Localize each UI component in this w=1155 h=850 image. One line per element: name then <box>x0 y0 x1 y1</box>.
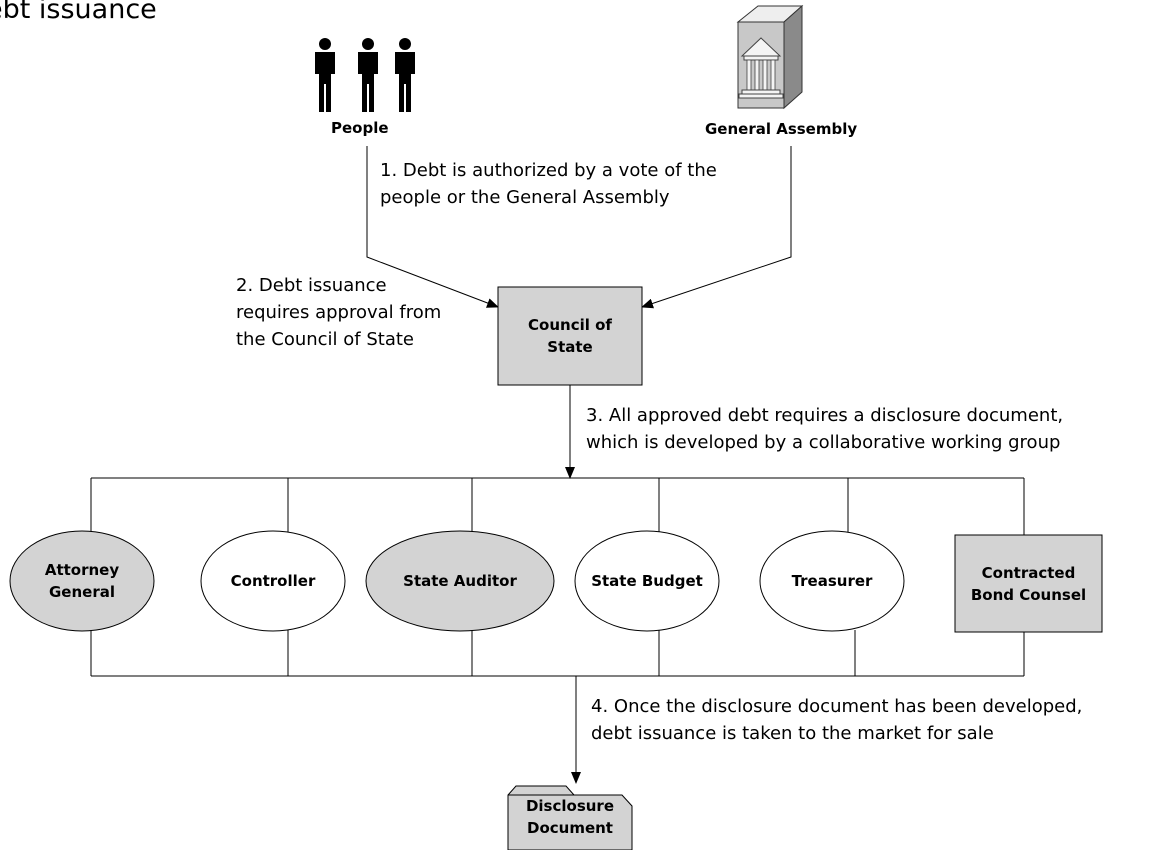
attorney-general-label: Attorney General <box>44 561 120 601</box>
step-4-text: 4. Once the disclosure document has been… <box>591 696 1083 744</box>
step-1-text: 1. Debt is authorized by a vote of the p… <box>380 160 717 208</box>
page-title: ebt issuance <box>0 0 157 25</box>
state-auditor-label: State Auditor <box>403 572 517 590</box>
authorization-connectors <box>366 146 792 309</box>
state-auditor-node <box>365 530 555 632</box>
contracted-bond-counsel-node <box>954 534 1103 633</box>
state-budget-node <box>574 530 720 632</box>
council-of-state-label: Council of State <box>528 316 612 356</box>
step-3-text: 3. All approved debt requires a disclosu… <box>586 405 1064 453</box>
people-icon <box>315 38 415 112</box>
treasurer-label: Treasurer <box>791 572 873 590</box>
controller-node <box>200 530 346 632</box>
treasurer-node <box>759 530 905 632</box>
attorney-general-node <box>9 530 155 632</box>
contracted-bond-counsel-label: Contracted Bond Counsel <box>970 563 1087 604</box>
step-2-text: 2. Debt issuance requires approval from … <box>236 275 442 350</box>
council-of-state-box <box>497 286 643 386</box>
document-folder-icon <box>507 785 633 850</box>
controller-label: Controller <box>230 572 316 590</box>
working-group-bus <box>90 477 1025 677</box>
government-building-icon <box>736 4 804 110</box>
people-label: People <box>331 119 389 137</box>
state-budget-label: State Budget <box>591 572 703 590</box>
disclosure-document-label: Disclosure Document <box>525 797 615 837</box>
general-assembly-label: General Assembly <box>705 120 858 138</box>
